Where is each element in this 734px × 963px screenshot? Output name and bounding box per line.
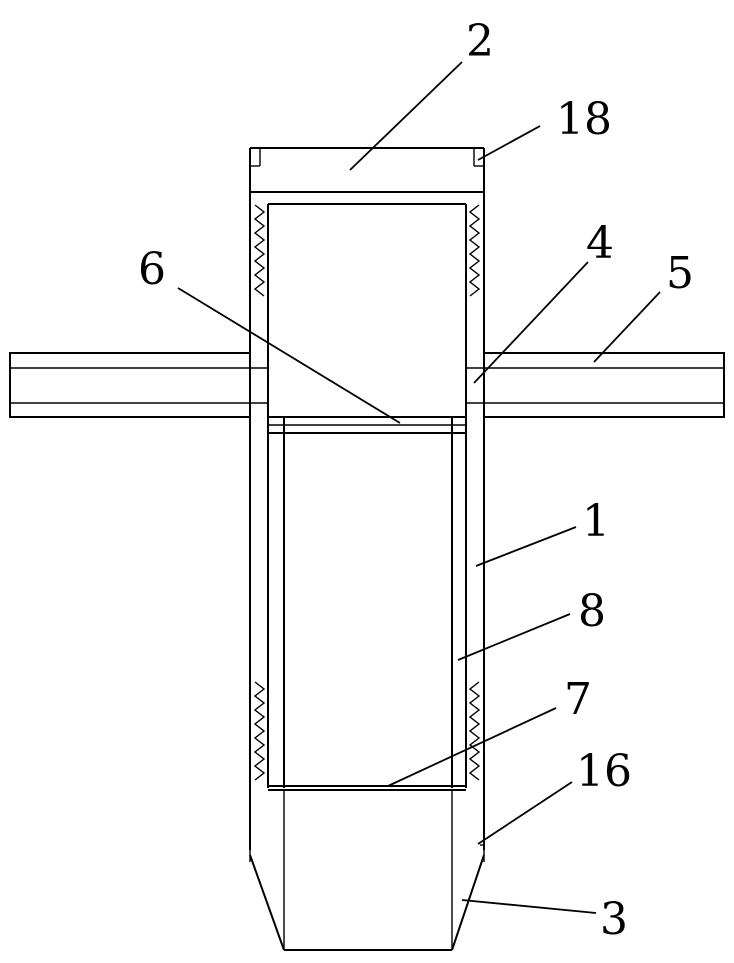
leader-1	[476, 527, 576, 566]
callout-labels: 2 18 4 5 6 1 8 7 16 3	[138, 16, 694, 945]
callout-1: 1	[582, 496, 610, 547]
separator-plate	[268, 417, 466, 433]
callout-2: 2	[466, 16, 494, 67]
callout-18: 18	[556, 94, 612, 145]
callout-7: 7	[564, 674, 592, 725]
outer-tube	[250, 148, 484, 850]
threads	[255, 205, 479, 780]
leader-8	[458, 614, 570, 660]
leader-5	[594, 292, 660, 362]
leader-2	[350, 62, 462, 170]
callout-4: 4	[586, 218, 614, 269]
nozzle	[250, 790, 484, 950]
leader-18	[478, 126, 540, 160]
callout-8: 8	[578, 586, 606, 637]
callout-6: 6	[138, 244, 166, 295]
callout-16: 16	[576, 746, 632, 797]
leader-3	[462, 900, 596, 913]
bottom-plate	[268, 786, 466, 790]
callout-3: 3	[600, 894, 628, 945]
inner-walls	[268, 204, 466, 788]
leader-4	[474, 262, 588, 383]
callout-5: 5	[666, 248, 694, 299]
leader-16	[478, 782, 572, 844]
inner-sleeve	[284, 417, 452, 788]
side-arms	[10, 353, 724, 417]
